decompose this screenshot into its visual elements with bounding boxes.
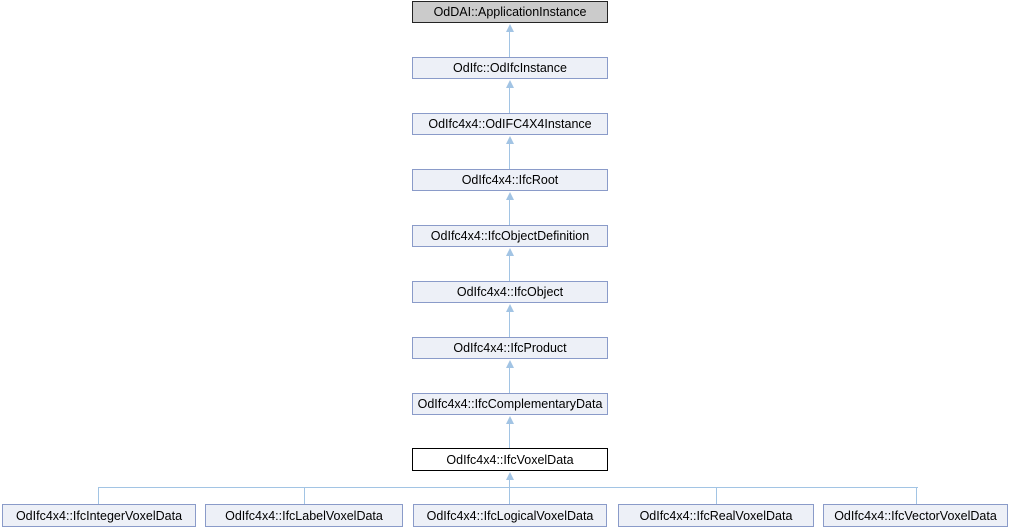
- inheritance-arrowhead: [506, 360, 514, 368]
- class-node-ifcproduct[interactable]: OdIfc4x4::IfcProduct: [412, 337, 608, 359]
- inheritance-edge: [509, 144, 510, 169]
- inheritance-arrowhead: [506, 24, 514, 32]
- class-node-ifclogicalvoxeldata[interactable]: OdIfc4x4::IfcLogicalVoxelData: [413, 504, 607, 527]
- class-node-ifcintegervoxeldata[interactable]: OdIfc4x4::IfcIntegerVoxelData: [2, 504, 196, 527]
- class-node-ifcobjectdefinition[interactable]: OdIfc4x4::IfcObjectDefinition: [412, 225, 608, 247]
- inheritance-edge: [304, 488, 305, 504]
- inheritance-edge: [509, 88, 510, 113]
- class-node-applicationinstance: OdDAI::ApplicationInstance: [412, 1, 608, 23]
- inheritance-edge: [509, 424, 510, 448]
- class-node-ifcroot[interactable]: OdIfc4x4::IfcRoot: [412, 169, 608, 191]
- class-node-odifc4x4instance[interactable]: OdIfc4x4::OdIFC4X4Instance: [412, 113, 608, 135]
- class-node-ifcvectorvoxeldata[interactable]: OdIfc4x4::IfcVectorVoxelData: [823, 504, 1008, 527]
- inheritance-edge: [509, 256, 510, 281]
- inheritance-edge: [509, 488, 510, 504]
- class-node-odifcinstance[interactable]: OdIfc::OdIfcInstance: [412, 57, 608, 79]
- inheritance-edge: [509, 200, 510, 225]
- inheritance-arrowhead: [506, 192, 514, 200]
- inheritance-arrowhead: [506, 136, 514, 144]
- inheritance-edge: [716, 488, 717, 504]
- inheritance-edge: [509, 368, 510, 393]
- inheritance-arrowhead: [506, 304, 514, 312]
- class-node-ifclabelvoxeldata[interactable]: OdIfc4x4::IfcLabelVoxelData: [205, 504, 403, 527]
- inheritance-arrowhead: [506, 416, 514, 424]
- inheritance-edge: [916, 488, 917, 504]
- class-node-ifcrealvoxeldata[interactable]: OdIfc4x4::IfcRealVoxelData: [618, 504, 814, 527]
- class-node-ifcobject[interactable]: OdIfc4x4::IfcObject: [412, 281, 608, 303]
- inheritance-arrowhead: [506, 80, 514, 88]
- inheritance-bus-line: [98, 487, 918, 488]
- inheritance-edge: [98, 488, 99, 504]
- inheritance-arrowhead: [506, 248, 514, 256]
- inheritance-edge: [509, 480, 510, 488]
- inheritance-arrowhead: [506, 472, 514, 480]
- class-node-ifccomplementarydata[interactable]: OdIfc4x4::IfcComplementaryData: [412, 393, 608, 415]
- inheritance-edge: [509, 32, 510, 57]
- inheritance-edge: [509, 312, 510, 337]
- class-node-ifcvoxeldata-current: OdIfc4x4::IfcVoxelData: [412, 448, 608, 471]
